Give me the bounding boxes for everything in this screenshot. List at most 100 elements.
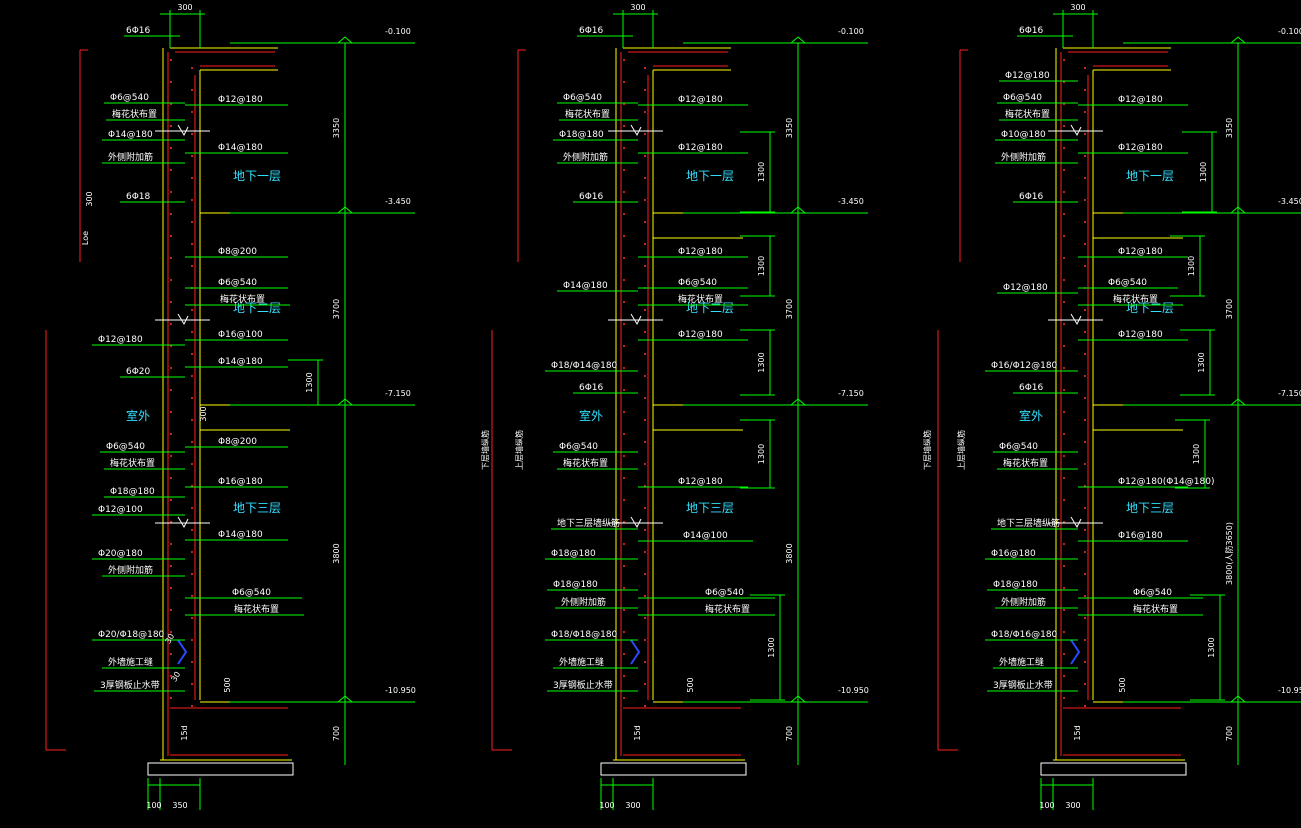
annotation-text: 6Φ16 bbox=[579, 192, 604, 202]
rebar-dot bbox=[191, 595, 193, 597]
level-value: -3.450 bbox=[1278, 197, 1301, 206]
annotation-text: 6Φ18 bbox=[126, 192, 151, 202]
annotation-text: 梅花状布置 bbox=[678, 293, 723, 305]
rebar-dot bbox=[1084, 705, 1086, 707]
annotation-text: Φ6@540 bbox=[110, 93, 149, 103]
annotation-text: Φ14@180 bbox=[218, 530, 263, 540]
rebar-dot bbox=[623, 477, 625, 479]
sub-height-value: 1300 bbox=[757, 352, 766, 372]
annotation-text: Φ20/Φ18@180 bbox=[98, 630, 165, 640]
annotation-text: Φ18/Φ18@180 bbox=[551, 630, 618, 640]
rebar-dot bbox=[1063, 565, 1065, 567]
level-value: -3.450 bbox=[838, 197, 864, 206]
annotation-text: Φ6@540 bbox=[678, 278, 717, 288]
annotation-text: Φ12@180 bbox=[1118, 330, 1163, 340]
annotation-text: Φ14@180 bbox=[218, 357, 263, 367]
annotation-text: Φ16/Φ12@180 bbox=[991, 361, 1058, 371]
rebar-dot bbox=[1063, 367, 1065, 369]
rebar-dot bbox=[191, 441, 193, 443]
rebar-dot bbox=[1063, 213, 1065, 215]
rebar-dot bbox=[170, 433, 172, 435]
rebar-dot bbox=[170, 499, 172, 501]
rebar-dot bbox=[644, 507, 646, 509]
bottom-dim: 100 bbox=[599, 801, 614, 810]
rebar-dot bbox=[170, 125, 172, 127]
annotation-text: Φ14@180 bbox=[563, 281, 608, 291]
annotation-text: Φ6@540 bbox=[232, 588, 271, 598]
annotation-text: Φ12@180 bbox=[218, 95, 263, 105]
annotation-text: Φ6@540 bbox=[106, 442, 145, 452]
top-width-dim: 300 bbox=[1070, 3, 1085, 12]
rebar-dot bbox=[191, 89, 193, 91]
rebar-dot bbox=[623, 147, 625, 149]
rebar-dot bbox=[1063, 433, 1065, 435]
rebar-dot bbox=[623, 433, 625, 435]
rebar-dot bbox=[1084, 397, 1086, 399]
rebar-dot bbox=[644, 375, 646, 377]
annotation-text: 地下三层墙纵筋 bbox=[557, 517, 620, 529]
sub-height-value: 1300 bbox=[757, 162, 766, 182]
rebar-dot bbox=[623, 81, 625, 83]
rebar-dot bbox=[170, 697, 172, 699]
annotation-text: Φ12@180 bbox=[678, 477, 723, 487]
annotation-text: 3厚钢板止水带 bbox=[100, 679, 160, 691]
annotation-text: 梅花状布置 bbox=[112, 108, 157, 120]
waterstop-plate bbox=[177, 639, 188, 665]
annotation-text: Φ12@180 bbox=[678, 95, 723, 105]
rebar-dot bbox=[170, 301, 172, 303]
level-marker bbox=[789, 36, 807, 44]
rebar-dot bbox=[1084, 309, 1086, 311]
bottom-dim: 300 bbox=[625, 801, 640, 810]
rebar-dot bbox=[623, 323, 625, 325]
rebar-dot bbox=[1063, 59, 1065, 61]
rebar-dot bbox=[623, 675, 625, 677]
rebar-dot bbox=[644, 463, 646, 465]
rebar-dot bbox=[170, 257, 172, 259]
rebar-dot bbox=[1063, 147, 1065, 149]
rebar-dot bbox=[191, 353, 193, 355]
annotation-text: Φ6@540 bbox=[218, 278, 257, 288]
rebar-dot bbox=[1063, 455, 1065, 457]
rebar-dot bbox=[170, 279, 172, 281]
rebar-dot bbox=[1063, 323, 1065, 325]
height-value: 3350 bbox=[1225, 118, 1234, 138]
rebar-dot bbox=[191, 111, 193, 113]
rebar-dot bbox=[1063, 235, 1065, 237]
break-symbol bbox=[177, 124, 189, 137]
rebar-dot bbox=[644, 595, 646, 597]
height-value: 3800(人防3650) bbox=[1224, 522, 1234, 585]
rebar-dot bbox=[1084, 111, 1086, 113]
rebar-dot bbox=[1084, 155, 1086, 157]
rebar-dot bbox=[191, 705, 193, 707]
rebar-dot bbox=[1084, 265, 1086, 267]
rebar-dot bbox=[191, 243, 193, 245]
annotation-text: Φ12@180 bbox=[678, 330, 723, 340]
wall-section-3: 3006Φ16100300-0.100-3.450-7.150(人防)-10.9… bbox=[922, 3, 1301, 810]
annotation-text: Φ12@180(Φ14@180) bbox=[1118, 477, 1214, 487]
rebar-dot bbox=[623, 125, 625, 127]
rebar-dot bbox=[1063, 609, 1065, 611]
annotation-text: Φ12@180 bbox=[678, 247, 723, 257]
sub-height-value: 1300 bbox=[767, 637, 776, 657]
rebar-dot bbox=[1063, 499, 1065, 501]
rebar-dot bbox=[170, 675, 172, 677]
rebar-dot bbox=[191, 617, 193, 619]
break-symbol bbox=[1070, 124, 1082, 137]
rebar-dot bbox=[623, 631, 625, 633]
annotation-text: 6Φ16 bbox=[1019, 192, 1044, 202]
rebar-dot bbox=[1063, 345, 1065, 347]
top-width-dim: 300 bbox=[177, 3, 192, 12]
rebar-dot bbox=[644, 155, 646, 157]
annotation-vertical: 500 bbox=[223, 677, 232, 692]
height-value: 3800 bbox=[785, 543, 794, 563]
bottom-dim: 100 bbox=[1039, 801, 1054, 810]
annotation-text: Φ6@540 bbox=[1108, 278, 1147, 288]
rebar-dot bbox=[1084, 133, 1086, 135]
rebar-dot bbox=[191, 375, 193, 377]
foundation-pad bbox=[1040, 762, 1187, 776]
rebar-dot bbox=[170, 565, 172, 567]
rebar-dot bbox=[170, 389, 172, 391]
